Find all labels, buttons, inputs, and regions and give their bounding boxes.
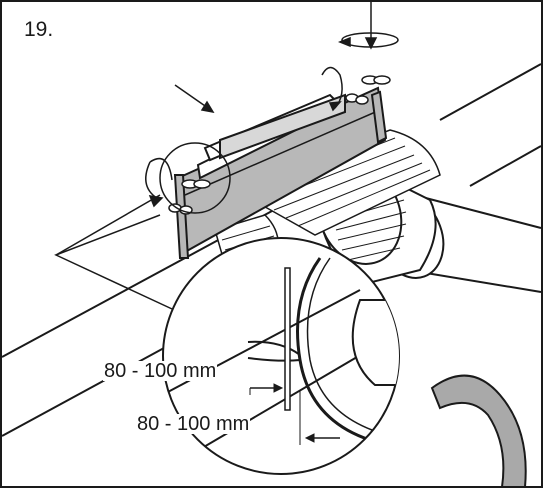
dimension-label-outer: 80 - 100 mm: [136, 413, 251, 435]
rotation-arrow-icon: [145, 157, 173, 208]
clamp-tool: [173, 86, 388, 259]
rotation-arrow-icon: [321, 66, 343, 112]
direction-arrow-icon: [174, 84, 215, 114]
dimension-label-inner: 80 - 100 mm: [103, 360, 218, 382]
wrap-sheet: [54, 214, 186, 316]
detail-marker-circle: [159, 142, 231, 214]
step-number: 19.: [24, 18, 54, 41]
wing-nut-right: [345, 75, 391, 105]
rotation-arrow-icon: [337, 2, 399, 50]
sealing-ring-segment: [430, 374, 527, 488]
